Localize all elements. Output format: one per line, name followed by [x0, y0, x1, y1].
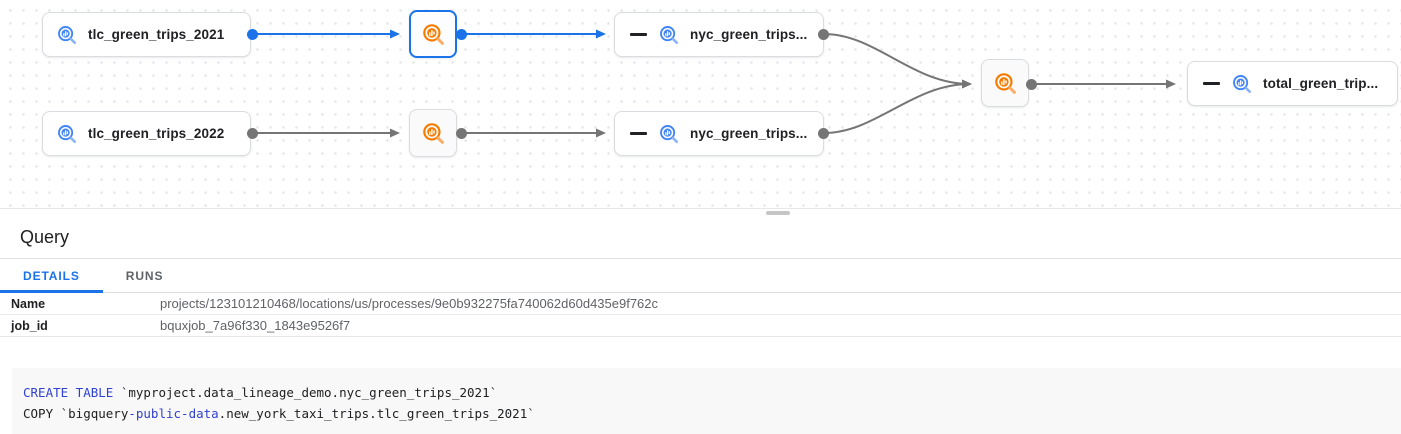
tab-bar: DETAILS RUNS — [0, 259, 1401, 293]
edge-nyc2021-to-process3 — [823, 33, 972, 89]
bigquery-table-icon — [58, 124, 77, 143]
panel-title: Query — [20, 227, 70, 247]
lineage-graph-canvas[interactable]: tlc_green_trips_2021 nyc_green_trips... — [0, 0, 1401, 209]
query-details-panel: Query DETAILS RUNS Name projects/1231012… — [0, 217, 1401, 434]
detail-value: bquxjob_7a96f330_1843e9526f7 — [160, 318, 351, 333]
node-process-union[interactable] — [981, 59, 1029, 107]
bigquery-table-icon — [58, 25, 77, 44]
collapse-minus-icon[interactable] — [629, 25, 648, 44]
bigquery-table-icon — [1233, 74, 1252, 93]
process-query-icon — [422, 23, 444, 45]
node-nyc-green-trips-2022[interactable]: nyc_green_trips... — [614, 111, 824, 156]
tab-label: DETAILS — [23, 268, 80, 283]
sql-code-block[interactable]: CREATE TABLE `myproject.data_lineage_dem… — [12, 368, 1401, 434]
process-query-icon — [422, 122, 444, 144]
lineage-edges — [252, 29, 1176, 138]
node-tlc-green-trips-2022[interactable]: tlc_green_trips_2022 — [42, 111, 251, 156]
output-port — [1026, 79, 1037, 90]
output-port — [247, 128, 258, 139]
sql-line-2: COPY `bigquery-public-data.new_york_taxi… — [23, 406, 535, 421]
node-tlc-green-trips-2021[interactable]: tlc_green_trips_2021 — [42, 12, 251, 57]
table-row-job-id: job_id bquxjob_7a96f330_1843e9526f7 — [0, 315, 1401, 337]
node-label: tlc_green_trips_2022 — [88, 126, 225, 141]
collapse-minus-icon[interactable] — [629, 124, 648, 143]
node-label: tlc_green_trips_2021 — [88, 27, 225, 42]
edge-nyc2022-to-process3 — [823, 79, 972, 134]
bigquery-table-icon — [660, 25, 679, 44]
details-table: Name projects/123101210468/locations/us/… — [0, 293, 1401, 337]
node-label: nyc_green_trips... — [690, 27, 808, 42]
sql-line-1: CREATE TABLE `myproject.data_lineage_dem… — [23, 385, 498, 400]
panel-resize-divider — [0, 209, 1401, 217]
collapse-minus-icon[interactable] — [1202, 74, 1221, 93]
detail-key: job_id — [11, 318, 48, 333]
node-process-copy-2022[interactable] — [409, 109, 457, 157]
detail-key: Name — [11, 296, 46, 311]
tab-details[interactable]: DETAILS — [0, 259, 103, 293]
output-port — [247, 29, 258, 40]
node-total-green-trips[interactable]: total_green_trip... — [1187, 61, 1398, 106]
output-port — [818, 29, 829, 40]
node-label: nyc_green_trips... — [690, 126, 808, 141]
tab-runs[interactable]: RUNS — [103, 259, 187, 292]
bigquery-table-icon — [660, 124, 679, 143]
output-port — [456, 29, 467, 40]
tab-label: RUNS — [125, 268, 164, 283]
panel-header: Query — [0, 217, 1401, 259]
node-label: total_green_trip... — [1263, 76, 1379, 91]
panel-drag-handle[interactable] — [766, 211, 790, 215]
output-port — [456, 128, 467, 139]
node-nyc-green-trips-2021[interactable]: nyc_green_trips... — [614, 12, 824, 57]
node-process-copy-2021[interactable] — [409, 10, 457, 58]
output-port — [818, 128, 829, 139]
detail-value: projects/123101210468/locations/us/proce… — [160, 296, 659, 311]
process-query-icon — [994, 72, 1016, 94]
table-row-name: Name projects/123101210468/locations/us/… — [0, 293, 1401, 315]
